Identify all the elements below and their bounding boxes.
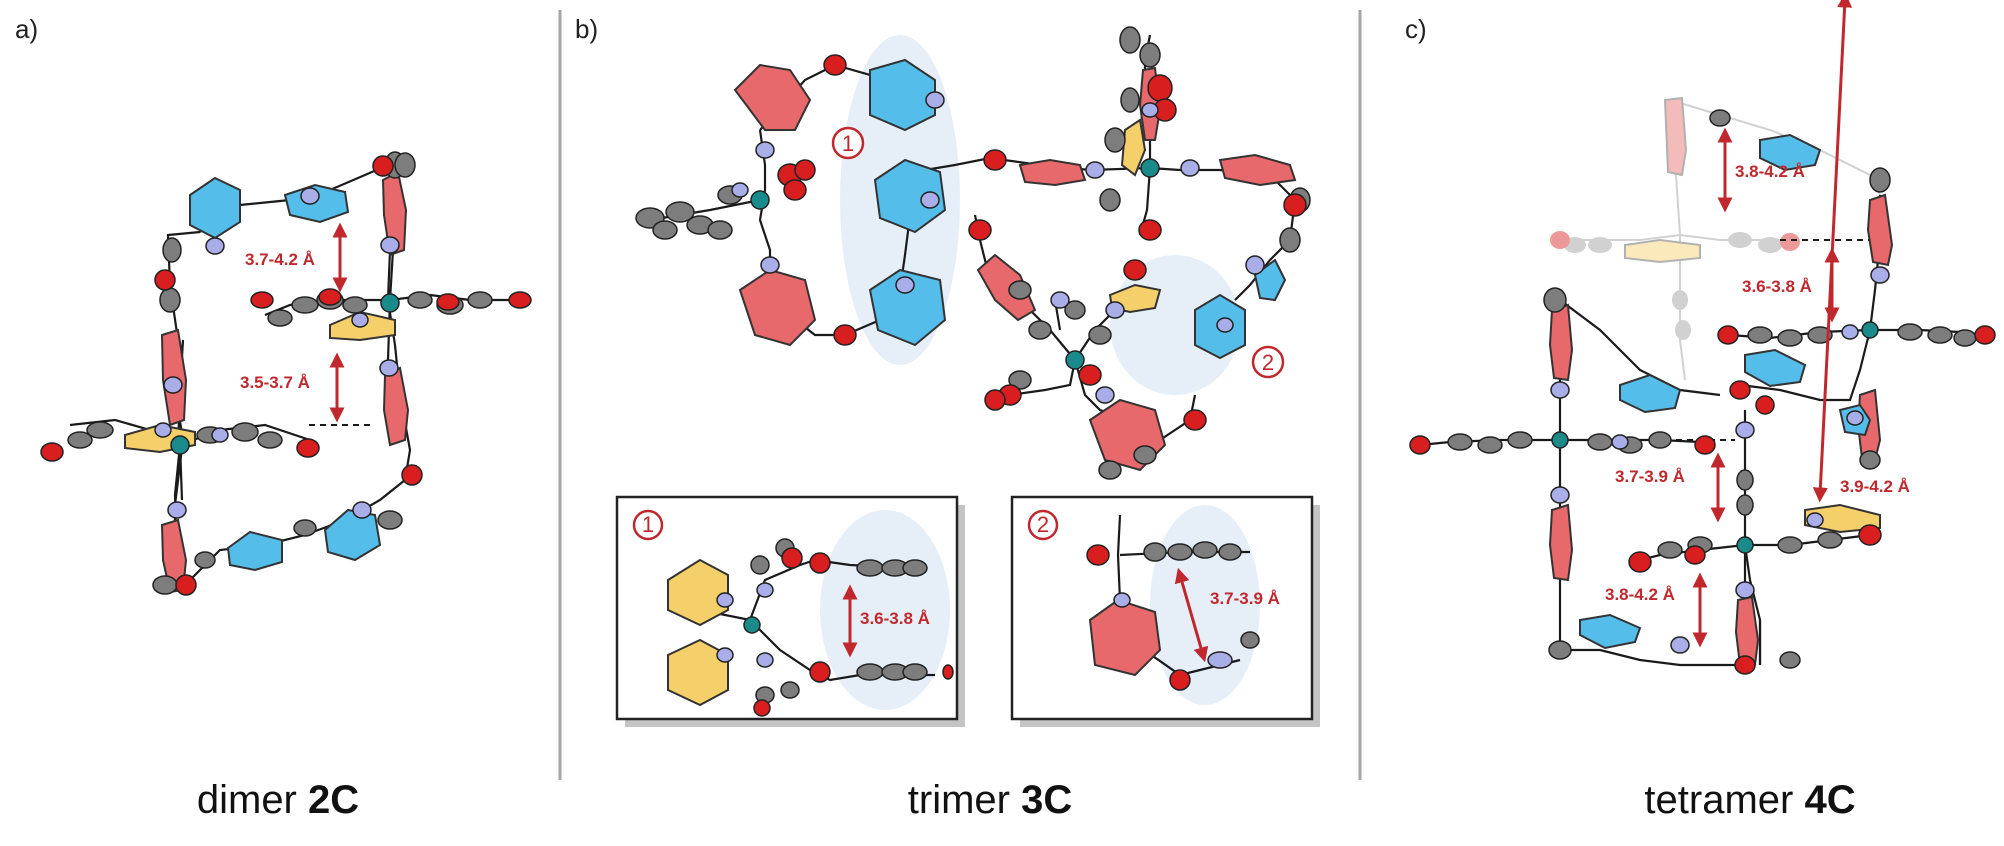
dimer-structure: 3.7-4.2 Å 3.5-3.7 Å [40,151,532,596]
numbered-circle-marker-1: 1 [831,126,865,160]
distance-label-c-top: 3.8-4.2 Å [1735,162,1805,181]
panel-label-a: a) [15,14,38,44]
phenylene-ring [1548,503,1574,582]
numbered-circle-marker-2: 2 [1251,345,1285,379]
caption-trimer: trimer 3C [908,778,1072,822]
carbon-atoms [1143,541,1260,649]
stacking-arrow [1174,567,1209,663]
carbon-atoms [635,26,1311,480]
pyridine-ring [1744,348,1807,388]
oxygen-atoms [1086,544,1191,691]
pyridine-ring [873,158,947,234]
phenylene-ring [733,63,812,131]
caption-tetramer: tetramer 4C [1644,778,1855,822]
caption-trimer-id: 3C [1021,778,1072,822]
marker-1-label: 1 [842,131,854,156]
pyridine-ring [189,176,241,240]
bipyridine-ring [667,558,729,627]
pyridine-ring [226,530,283,572]
metal-centres [170,293,400,455]
metal-centres [1551,321,1879,554]
pyridine-ring [1579,613,1642,650]
bipyridine-ring [1804,503,1881,534]
oxygen-atoms [1409,325,1996,675]
distance-label-a-bottom: 3.5-3.7 Å [240,373,310,392]
phenylene-ring [1218,153,1297,187]
caption-trimer-prefix: trimer [908,778,1021,822]
nitrogen-atoms [716,582,774,668]
phenylene-ring [382,366,410,447]
panel-label-c: c) [1405,14,1427,44]
oxygen-atoms [753,547,954,717]
pyridine-ring [869,58,936,132]
phenylene-ring [1548,303,1574,382]
distance-label-c-bottom: 3.8-4.2 Å [1605,585,1675,604]
oxygen-atoms [40,155,532,596]
bipyridine-ring [667,638,729,707]
caption-tetramer-id: 4C [1804,778,1855,822]
caption-dimer: dimer 2C [197,778,359,822]
pyridine-ring [868,268,947,347]
nitrogen-atoms [154,187,400,519]
trimer-structure: 1 2 [615,26,1320,727]
distance-label-c-mid-left: 3.7-3.9 Å [1615,467,1685,486]
panel-label-b: b) [575,14,598,44]
phenylene-ring [1866,193,1894,267]
phenylene-ring [738,268,817,347]
distance-label-c-upper-right: 3.6-3.8 Å [1742,277,1812,296]
inset-frame-2: 3.7-3.9 Å 2 [1010,495,1320,727]
inset-1-marker-label: 1 [642,512,654,537]
distance-label-a-top: 3.7-4.2 Å [245,250,315,269]
distance-label-b-inset-2: 3.7-3.9 Å [1210,589,1280,608]
metal-centre [743,616,761,634]
carbon-atoms [1447,109,1977,669]
stacking-arrow [1812,0,1853,503]
phenylene-ring [1734,595,1760,666]
oxygen-atoms [777,54,1307,431]
caption-dimer-id: 2C [308,778,359,822]
pyridine-ring [323,508,382,562]
inset-frame-1: 3.6-3.8 Å 1 [615,495,965,727]
marker-2-label: 2 [1262,350,1274,375]
tetramer-structure: 3.8-4.2 Å 3.6-3.8 Å 3.7-3.9 Å 3.9-4.2 Å … [1409,0,1996,675]
inset-2-marker-label: 2 [1037,512,1049,537]
metal-centres [750,158,1160,370]
nitrogen-atoms [731,91,1265,404]
caption-tetramer-prefix: tetramer [1644,778,1804,822]
distance-label-b-inset-1: 3.6-3.8 Å [860,609,930,628]
phenylene-ring [1018,158,1087,187]
distance-label-c-mid-right: 3.9-4.2 Å [1840,477,1910,496]
phenylene-ring [976,253,1037,322]
nitrogen-atoms [1550,266,1890,654]
caption-dimer-prefix: dimer [197,778,308,822]
pyridine-ring [1619,373,1682,414]
bipyridine-ring [1120,118,1147,177]
